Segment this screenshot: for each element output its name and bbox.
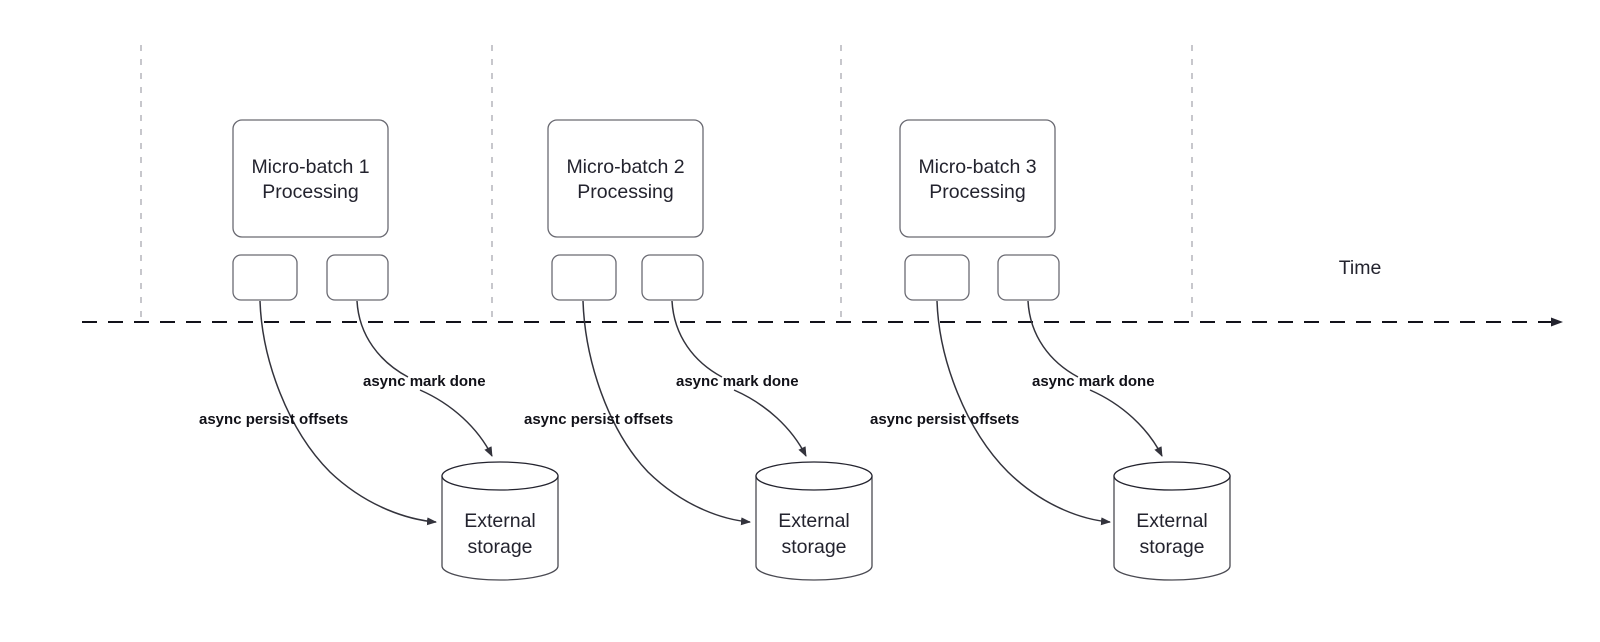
mb2-processing-box-line2: Processing: [577, 181, 673, 203]
mb3-processing-box-line2: Processing: [929, 181, 1025, 203]
mb2-processing-box-rect[interactable]: [547, 119, 704, 238]
mb2-task-box-b[interactable]: [641, 254, 704, 301]
mb3-persist-offsets-arrow: [936, 300, 1111, 526]
mb1-external-storage[interactable]: External storage: [441, 461, 559, 581]
mb2-task-box-a[interactable]: [551, 254, 617, 301]
mb1-mark-done-arrow: [356, 300, 492, 456]
mb3-storage-top: [1113, 461, 1231, 491]
mb2-storage-label-line2: storage: [781, 536, 846, 558]
mb1-persist-offsets-arrow: [259, 300, 437, 526]
mb2-processing-box[interactable]: Micro-batch 2 Processing: [547, 119, 704, 238]
mb2-storage-body[interactable]: [755, 475, 873, 581]
batch-boundary-ticks: [140, 45, 1193, 325]
mb3-storage-label-line2: storage: [1139, 536, 1204, 558]
mb1-storage-label-line1: External: [464, 510, 536, 532]
mb2-mark-done-arrow: [671, 300, 806, 456]
mb1-storage-top: [441, 461, 559, 491]
micro-batch-1-group: Micro-batch 1 Processing External storag…: [199, 119, 559, 581]
mb3-processing-box-line1: Micro-batch 3: [918, 156, 1036, 178]
mb1-processing-box-rect[interactable]: [232, 119, 389, 238]
mb3-processing-box-rect[interactable]: [899, 119, 1056, 238]
mb1-mark-done-label: async mark done: [363, 373, 486, 390]
mb3-mark-done-label: async mark done: [1032, 373, 1155, 390]
time-axis-label: Time: [1339, 257, 1382, 279]
mb1-storage-body[interactable]: [441, 475, 559, 581]
mb2-storage-label-line1: External: [778, 510, 850, 532]
mb1-persist-offsets-label: async persist offsets: [199, 411, 348, 428]
micro-batch-2-group: Micro-batch 2 Processing External storag…: [524, 119, 873, 581]
mb3-storage-body[interactable]: [1113, 475, 1231, 581]
mb1-processing-box-line2: Processing: [262, 181, 358, 203]
mb1-task-box-a[interactable]: [232, 254, 298, 301]
mb2-storage-top: [755, 461, 873, 491]
mb2-mark-done-label: async mark done: [676, 373, 799, 390]
mb1-storage-label-line2: storage: [467, 536, 532, 558]
mb2-processing-box-line1: Micro-batch 2: [566, 156, 684, 178]
mb2-persist-offsets-arrow: [582, 300, 751, 526]
mb1-processing-box-line1: Micro-batch 1: [251, 156, 369, 178]
mb3-external-storage[interactable]: External storage: [1113, 461, 1231, 581]
micro-batch-3-group: Micro-batch 3 Processing External storag…: [870, 119, 1231, 581]
mb3-processing-box[interactable]: Micro-batch 3 Processing: [899, 119, 1056, 238]
mb3-task-box-b[interactable]: [997, 254, 1060, 301]
mb1-task-box-b[interactable]: [326, 254, 389, 301]
mb3-mark-done-arrow: [1027, 300, 1162, 456]
time-axis: Time: [82, 257, 1563, 327]
mb3-persist-offsets-label: async persist offsets: [870, 411, 1019, 428]
mb2-persist-offsets-label: async persist offsets: [524, 411, 673, 428]
mb3-task-box-a[interactable]: [904, 254, 970, 301]
mb3-storage-label-line1: External: [1136, 510, 1208, 532]
mb1-processing-box[interactable]: Micro-batch 1 Processing: [232, 119, 389, 238]
mb2-external-storage[interactable]: External storage: [755, 461, 873, 581]
